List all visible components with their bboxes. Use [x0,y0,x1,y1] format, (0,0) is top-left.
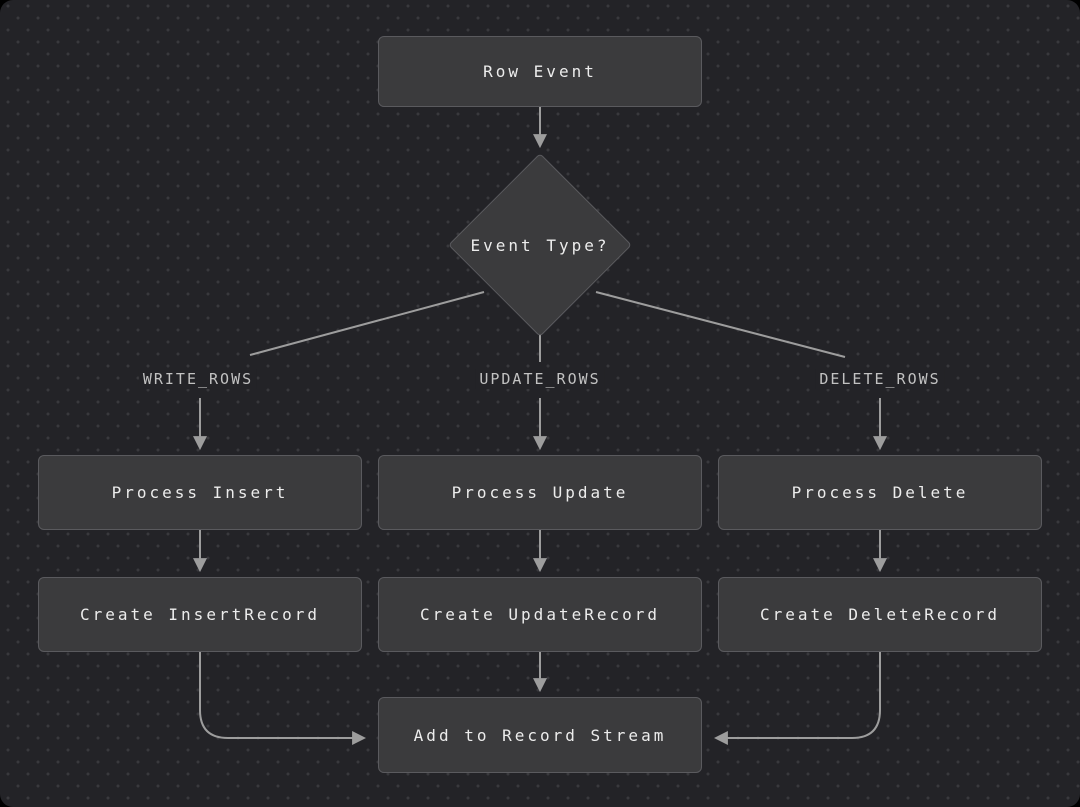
edge-create-insert-to-add-stream [199,652,367,745]
edge-label-write-rows: WRITE_ROWS [138,369,258,389]
node-row-event: Row Event [378,36,702,107]
node-event-type-label: Event Type? [470,235,610,255]
edge-label-update-rows: UPDATE_ROWS [475,369,605,389]
node-create-updaterecord-label: Create UpdateRecord [419,605,661,624]
node-process-delete: Process Delete [718,455,1042,530]
node-process-update: Process Update [378,455,702,530]
node-create-insertrecord: Create InsertRecord [38,577,362,652]
node-event-type: Event Type? [448,153,632,337]
node-create-deleterecord: Create DeleteRecord [718,577,1042,652]
edge-create-delete-to-add-stream [713,652,881,745]
node-create-updaterecord: Create UpdateRecord [378,577,702,652]
node-create-deleterecord-label: Create DeleteRecord [759,605,1001,624]
node-add-to-record-stream-label: Add to Record Stream [413,725,667,745]
node-process-insert-label: Process Insert [111,483,289,502]
node-process-delete-label: Process Delete [791,483,969,502]
node-create-insertrecord-label: Create InsertRecord [79,605,321,624]
node-row-event-label: Row Event [483,62,597,81]
node-process-update-label: Process Update [451,483,629,502]
edge-eventtype-to-write-label [249,291,485,356]
node-process-insert: Process Insert [38,455,362,530]
node-add-to-record-stream: Add to Record Stream [378,697,702,773]
edge-eventtype-to-delete-label [595,291,846,358]
edge-label-delete-rows: DELETE_ROWS [815,369,945,389]
